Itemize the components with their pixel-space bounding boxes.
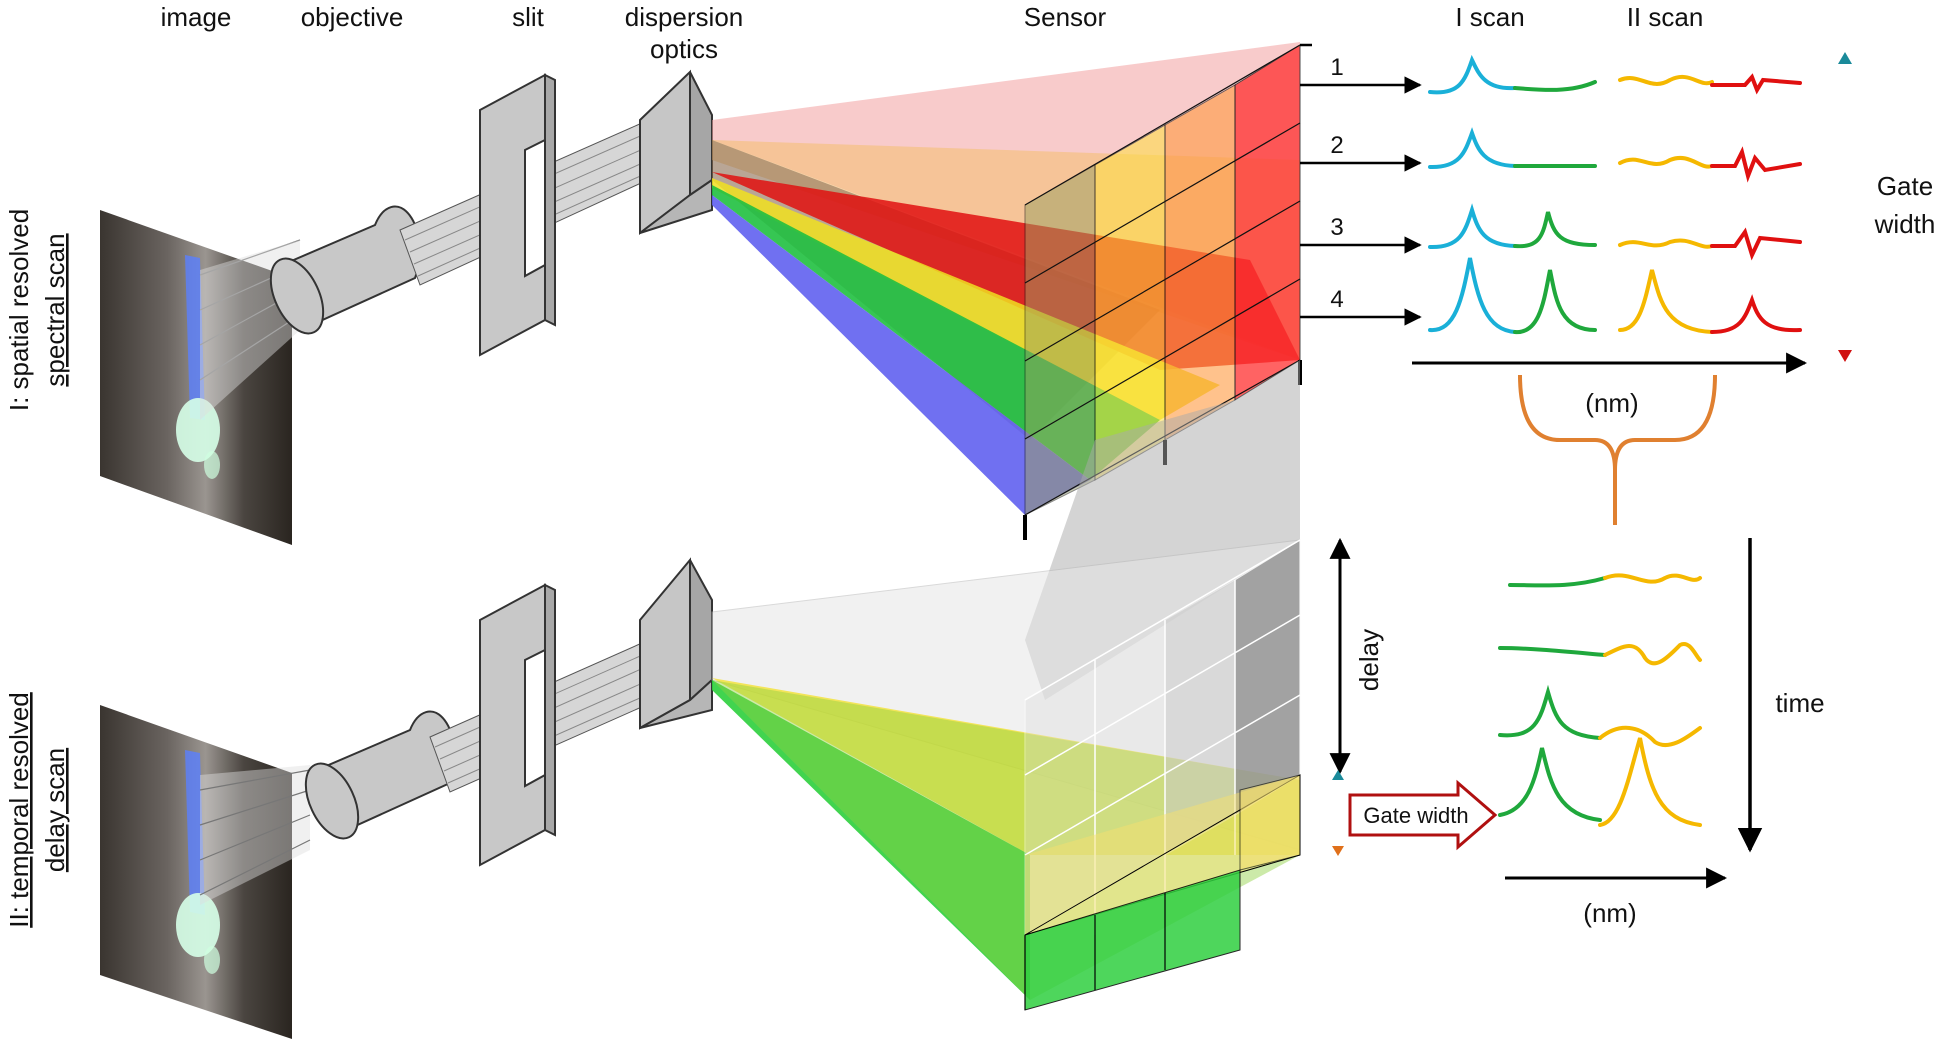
gate-width-arrow-label: Gate width (1363, 803, 1468, 828)
svg-text:I: spatial resolved: I: spatial resolved (4, 209, 34, 411)
prism-icon (639, 69, 713, 236)
sample-image-2 (100, 705, 292, 1039)
header-objective: objective (301, 2, 404, 32)
row-label-1: 1 (1330, 54, 1343, 81)
delay-label: delay (1354, 629, 1384, 691)
header-slit: slit (512, 2, 545, 32)
sensor-cube-icon-2 (1024, 538, 1301, 1011)
slit-icon-2 (479, 583, 556, 867)
row-arrows (1300, 43, 1422, 326)
time-label: time (1775, 688, 1824, 718)
nm-label-top: (nm) (1585, 388, 1638, 418)
nm-label-bottom: (nm) (1583, 898, 1636, 928)
header-sensor: Sensor (1024, 2, 1107, 32)
slit-icon (479, 73, 556, 357)
svg-text:spectral scan: spectral scan (40, 233, 70, 386)
svg-text:delay scan: delay scan (40, 748, 70, 872)
header-dispersion: dispersion (625, 2, 744, 32)
header-i-scan: I scan (1455, 2, 1524, 32)
row-label-2: 2 (1330, 132, 1343, 159)
header-image: image (161, 2, 232, 32)
lens-icon-2 (304, 710, 456, 840)
brace (1518, 374, 1717, 525)
section2-title: II: temporal resolved delay scan (4, 692, 70, 928)
rays-image-to-lens-2 (199, 765, 311, 905)
prism-icon-2 (639, 557, 713, 730)
sensor-cube-icon (1023, 44, 1302, 540)
sample-image-1 (100, 210, 292, 545)
gate-width-arrow: Gate width (1348, 779, 1498, 851)
spectra-bottom (1498, 573, 1702, 827)
row-label-3: 3 (1330, 214, 1343, 241)
gate-width-label-1: Gate (1877, 171, 1933, 201)
header-optics: optics (650, 34, 718, 64)
gate-width-label-2: width (1874, 209, 1936, 239)
header-ii-scan: II scan (1627, 2, 1704, 32)
row-label-4: 4 (1330, 286, 1343, 313)
svg-text:II: temporal resolved: II: temporal resolved (4, 692, 34, 928)
spectra-top (1428, 54, 1802, 335)
section1-title: I: spatial resolved spectral scan (4, 209, 70, 411)
